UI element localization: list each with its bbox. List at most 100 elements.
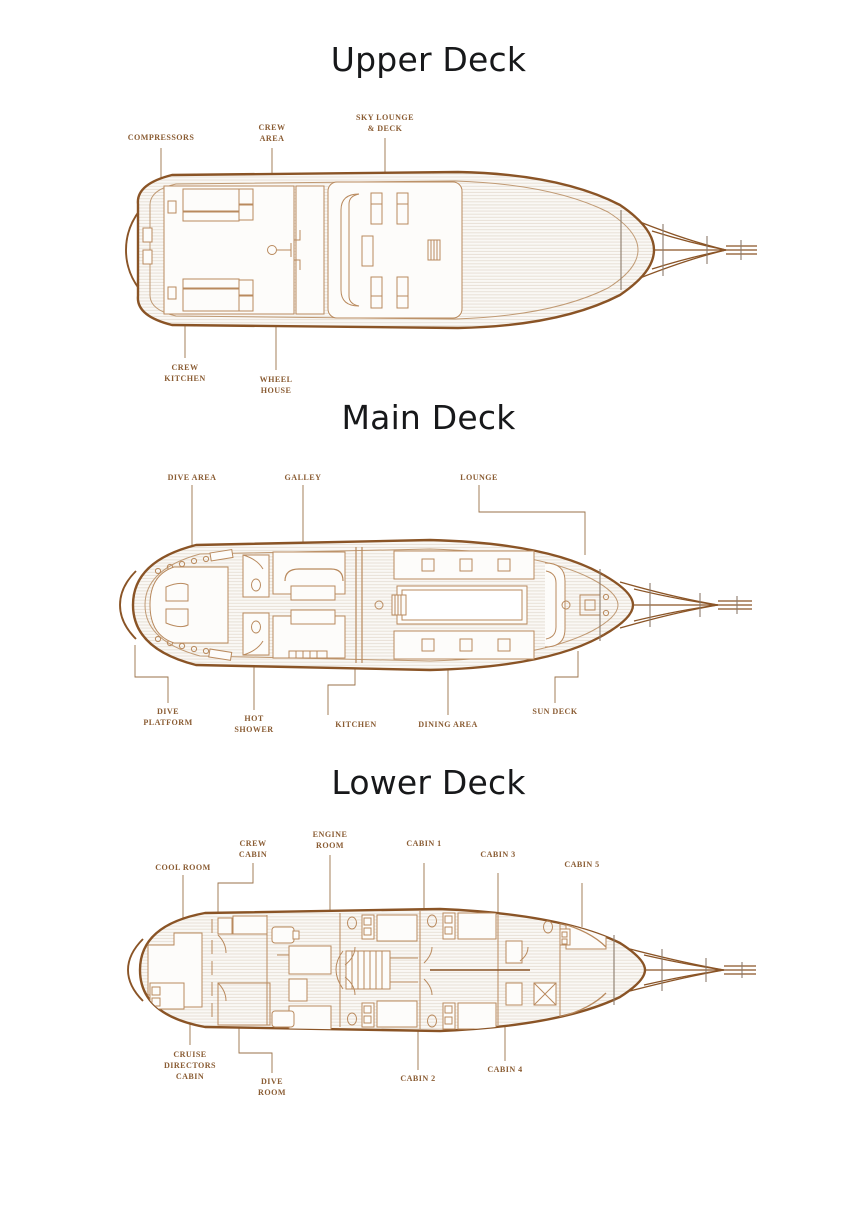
sun-deck-dot-a bbox=[602, 593, 610, 601]
label-crew-kitchen-line2: KITCHEN bbox=[164, 374, 205, 383]
door-swing-c1 bbox=[344, 946, 356, 966]
dive-tank-b bbox=[271, 1010, 295, 1028]
label-cabin-4: CABIN 4 bbox=[487, 1065, 522, 1074]
toilet-icon-c5 bbox=[543, 920, 553, 934]
label-crew-cabin: CREW bbox=[240, 839, 267, 848]
sun-deck-dot-b bbox=[602, 609, 610, 617]
bowsprit bbox=[619, 581, 752, 629]
door-swing-c3 bbox=[423, 946, 433, 964]
bowsprit-spars bbox=[620, 210, 742, 290]
crew-bunk-top bbox=[182, 211, 240, 222]
label-galley: GALLEY bbox=[285, 473, 322, 482]
toilet-icon-c3 bbox=[427, 914, 437, 928]
bed-cabin-1 bbox=[376, 914, 418, 942]
bed-cabin-2 bbox=[376, 1000, 418, 1028]
stern-bulge bbox=[119, 570, 137, 640]
toilet-icon-c2 bbox=[347, 1012, 357, 1026]
crew-kitchen-bottom bbox=[182, 288, 240, 312]
crew-locker-bottom-a bbox=[238, 279, 254, 296]
stern-bulge bbox=[125, 209, 141, 291]
label-cabin-5: CABIN 5 bbox=[564, 860, 599, 869]
sun-deck-circle bbox=[561, 600, 571, 610]
toilet-icon-c4 bbox=[427, 1014, 437, 1028]
label-dive-room-line2: ROOM bbox=[258, 1088, 286, 1097]
door-swing-a bbox=[217, 934, 227, 954]
lounge-seat-1 bbox=[421, 558, 435, 572]
crew-locker-bottom-b bbox=[238, 295, 254, 312]
sun-lounger-1 bbox=[370, 192, 383, 225]
stair-treads bbox=[351, 951, 383, 989]
door-swing-c4 bbox=[423, 978, 433, 996]
label-engine-room-line2: ROOM bbox=[316, 841, 344, 850]
lounge-seat-4 bbox=[421, 638, 435, 652]
label-sky-lounge-deck: SKY LOUNGE bbox=[356, 113, 414, 122]
label-lounge: LOUNGE bbox=[460, 473, 498, 482]
hot-shower-top bbox=[242, 554, 270, 598]
bow-rail-top bbox=[559, 922, 607, 948]
label-kitchen: KITCHEN bbox=[335, 720, 376, 729]
label-dive-platform: DIVE bbox=[157, 707, 179, 716]
bowsprit bbox=[629, 948, 756, 992]
bowsprit-spars bbox=[599, 569, 738, 641]
toilet-icon-c1 bbox=[347, 916, 357, 930]
helm-wheel-icon bbox=[267, 245, 277, 255]
stair-landing bbox=[335, 950, 344, 990]
main-deck-diagram: DIVE AREA GALLEY LOUNGE DIVE PLATFORM HO… bbox=[0, 455, 857, 755]
label-sun-deck: SUN DECK bbox=[532, 707, 577, 716]
compressor-unit-b bbox=[142, 249, 153, 265]
stern-bulge bbox=[127, 938, 144, 1002]
label-crew-area: CREW bbox=[259, 123, 286, 132]
compressor-unit-a bbox=[142, 227, 153, 243]
label-dive-room: DIVE bbox=[261, 1077, 283, 1086]
label-crew-cabin-line2: CABIN bbox=[239, 850, 267, 859]
lounge-bench-bottom bbox=[393, 630, 535, 660]
dive-bench-b bbox=[288, 1005, 332, 1031]
page-title-lower-deck: Lower Deck bbox=[331, 763, 526, 802]
label-wheel-house-line2: HOUSE bbox=[261, 386, 292, 395]
sun-lounger-2 bbox=[396, 192, 409, 225]
label-compressors: COMPRESSORS bbox=[128, 133, 195, 142]
bow-rail-bottom bbox=[559, 992, 607, 1018]
dive-cabinet bbox=[288, 978, 308, 1002]
crew-kitchen-top bbox=[182, 188, 240, 212]
label-crew-area-line2: AREA bbox=[260, 134, 285, 143]
lounge-seat-2 bbox=[459, 558, 473, 572]
dive-bench-a bbox=[288, 945, 332, 975]
label-hot-shower: HOT bbox=[244, 714, 263, 723]
lounge-seat-3 bbox=[497, 558, 511, 572]
label-cruise-directors-cabin-line2: DIRECTORS bbox=[164, 1061, 216, 1070]
bowsprit bbox=[639, 221, 757, 279]
crew-cupboard-top bbox=[167, 200, 177, 214]
toilet-icon-bottom bbox=[251, 620, 261, 634]
dive-step-top bbox=[209, 548, 234, 562]
label-dive-area: DIVE AREA bbox=[168, 473, 217, 482]
label-cabin-2: CABIN 2 bbox=[400, 1074, 435, 1083]
bed-cabin-4 bbox=[457, 1002, 497, 1030]
dive-step-bottom bbox=[208, 648, 233, 661]
label-dining-area: DINING AREA bbox=[418, 720, 478, 729]
lower-deck-diagram: COOL ROOM CREW CABIN ENGINE ROOM CABIN 1… bbox=[0, 815, 857, 1115]
crew-locker-top-a bbox=[238, 188, 254, 205]
bed-cabin-5 bbox=[565, 924, 607, 950]
kitchen-drawers bbox=[288, 650, 328, 659]
sky-lounge-seating bbox=[340, 193, 360, 307]
crew-bunk bbox=[232, 915, 268, 935]
sun-lounger-4 bbox=[396, 276, 409, 309]
cabin5-locker-a bbox=[505, 940, 523, 964]
bed-cabin-3 bbox=[457, 912, 497, 940]
toilet-icon-top bbox=[251, 578, 261, 592]
label-cabin-3: CABIN 3 bbox=[480, 850, 515, 859]
crew-bunk-bottom bbox=[182, 278, 240, 289]
crew-locker bbox=[217, 917, 233, 935]
sun-lounger-3 bbox=[370, 276, 383, 309]
leader-lines-bottom bbox=[134, 645, 579, 715]
dive-tank-row-top bbox=[154, 555, 210, 575]
label-wheel-house: WHEEL bbox=[260, 375, 293, 384]
door-swing-b bbox=[217, 982, 227, 1002]
hot-shower-bottom bbox=[242, 612, 270, 656]
crew-cupboard-bottom bbox=[167, 286, 177, 300]
cd-locker-b bbox=[151, 997, 161, 1007]
upper-deck-diagram: COMPRESSORS CREW AREA SKY LOUNGE & DECK … bbox=[0, 100, 857, 400]
cabin5-locker-b bbox=[505, 982, 523, 1006]
leader-lines-top bbox=[182, 855, 583, 932]
